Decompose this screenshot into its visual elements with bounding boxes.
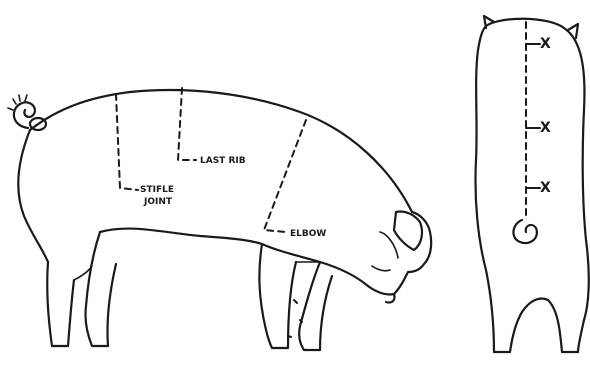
label-joint: JOINT	[143, 197, 173, 207]
rear-mark-2: X	[540, 120, 551, 136]
back-line	[30, 90, 412, 212]
rear-ear-left	[484, 16, 494, 28]
pig-rear-view	[475, 16, 588, 352]
last-rib-line	[178, 88, 196, 160]
hind-leg-front	[85, 232, 116, 346]
belly	[100, 229, 368, 286]
label-stifle: STIFLE	[140, 185, 174, 195]
label-elbow: ELBOW	[290, 229, 326, 239]
front-leg-front	[299, 262, 332, 350]
front-leg-rear	[259, 244, 296, 348]
ear	[394, 211, 422, 250]
rear-tail	[513, 220, 536, 243]
pig-side-view	[8, 90, 431, 350]
label-last-rib: LAST RIB	[200, 156, 246, 166]
rear-mark-3: X	[540, 180, 551, 196]
rear-body-outline	[475, 19, 588, 352]
rear-mark-1: X	[540, 36, 551, 52]
stifle-line	[116, 94, 138, 190]
tail	[14, 102, 35, 128]
hind-quarter	[18, 130, 48, 262]
elbow-line	[264, 120, 306, 232]
hind-leg-rear	[47, 262, 74, 346]
